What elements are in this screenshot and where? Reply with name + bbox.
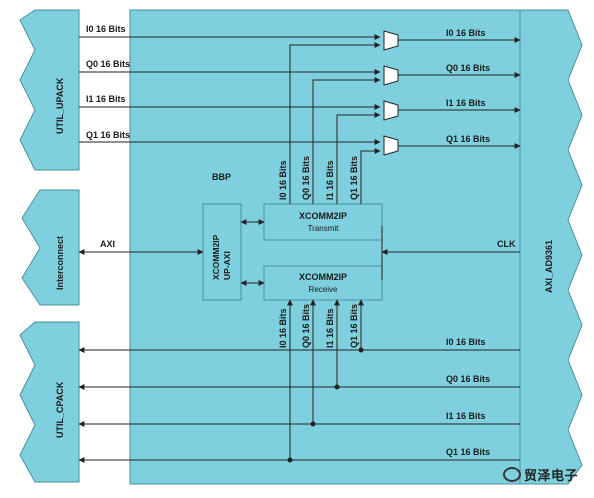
bbp-title: BBP: [212, 172, 231, 182]
up-axi-title-1: XCOMM2IP: [211, 234, 221, 280]
rx-title: XCOMM2IP: [299, 272, 347, 282]
label-i0-out: I0 16 Bits: [446, 28, 486, 38]
label-i1-out: I1 16 Bits: [446, 98, 486, 108]
label-clk: CLK: [497, 239, 516, 249]
label-q1-in: Q1 16 Bits: [446, 447, 490, 457]
util-cpack-block: [19, 321, 80, 483]
label-q1-out: Q1 16 Bits: [446, 134, 490, 144]
mux-q1: [383, 135, 399, 156]
label-i0-tx: I0 16 Bits: [278, 160, 288, 200]
up-axi-title-2: UP-AXI: [222, 251, 232, 280]
label-q0-tx: Q0 16 Bits: [301, 156, 311, 200]
mux-i1: [383, 100, 399, 121]
wechat-icon: [502, 467, 521, 482]
bbp-block: [129, 9, 521, 485]
rx-sub: Receive: [309, 285, 338, 294]
label-q0-rx: Q0 16 Bits: [301, 304, 311, 348]
label-i0-upack: I0 16 Bits: [86, 24, 126, 34]
label-q0-in: Q0 16 Bits: [446, 374, 490, 384]
label-q1-tx: Q1 16 Bits: [349, 156, 359, 200]
tx-sub: Transmit: [308, 224, 340, 233]
interconnect-title: Interconnect: [55, 236, 65, 290]
axi-ad9361-block: [519, 9, 583, 485]
watermark: 贸泽电子: [502, 465, 578, 484]
watermark-text: 贸泽电子: [523, 469, 578, 484]
label-i1-upack: I1 16 Bits: [86, 94, 126, 104]
util-cpack-title: UTIL_CPACK: [55, 381, 65, 438]
label-q0-out: Q0 16 Bits: [446, 63, 490, 73]
label-i1-tx: I1 16 Bits: [325, 160, 335, 200]
mux-i0: [383, 30, 399, 51]
label-i1-rx: I1 16 Bits: [325, 308, 335, 348]
tx-title: XCOMM2IP: [299, 211, 347, 221]
label-q1-upack: Q1 16 Bits: [86, 130, 130, 140]
label-q0-upack: Q0 16 Bits: [86, 59, 130, 69]
util-upack-block: [19, 9, 80, 171]
label-i0-rx: I0 16 Bits: [278, 308, 288, 348]
label-axi: AXI: [100, 239, 115, 249]
interconnect-block: [21, 189, 80, 306]
label-i0-in: I0 16 Bits: [446, 337, 486, 347]
mux-q0: [383, 65, 399, 86]
xcomm2ip-transmit-block: [263, 203, 383, 241]
label-q1-rx: Q1 16 Bits: [349, 304, 359, 348]
label-i1-in: I1 16 Bits: [446, 411, 486, 421]
axi-ad9361-title: AXI_AD9361: [544, 240, 554, 293]
util-upack-title: UTIL_UPACK: [55, 77, 65, 134]
xcomm2ip-receive-block: [263, 265, 383, 301]
